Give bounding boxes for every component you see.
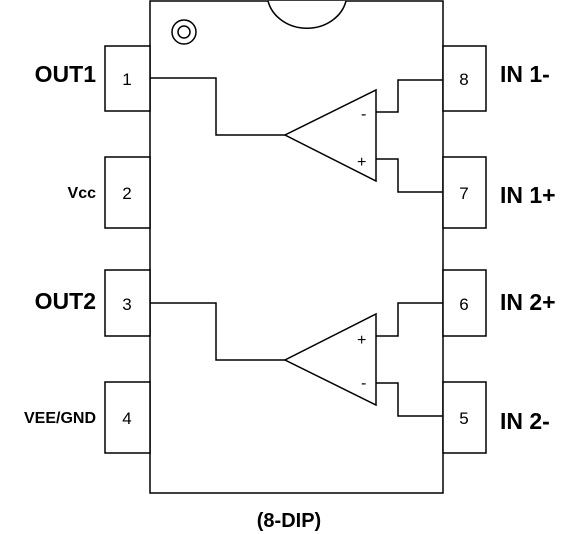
pin-number-6: 6 (459, 295, 468, 314)
pin-label-vee-gnd: VEE/GND (24, 410, 96, 427)
pin-label-out1: OUT1 (35, 61, 97, 87)
pin1-marker-outer (171, 19, 197, 45)
pin-box-1 (104, 45, 151, 112)
pin-number-2: 2 (122, 184, 131, 203)
opamp-1-noninverting-sign: + (357, 154, 366, 171)
opamp-2-noninverting-wire (376, 302, 443, 337)
pin-label-in1-plus: IN 1+ (500, 182, 556, 208)
pin-number-4: 4 (122, 409, 131, 428)
pin-label-vcc: Vcc (68, 185, 97, 202)
opamp-1-output-wire (150, 77, 285, 136)
pin-label-in1-minus: IN 1- (500, 61, 550, 87)
pin-number-8: 8 (459, 70, 468, 89)
ic-body (149, 0, 444, 494)
pin-box-8 (442, 45, 487, 112)
pin-label-in2-minus: IN 2- (500, 408, 550, 434)
opamp-1-inverting-sign: - (361, 106, 366, 123)
pin-box-6 (442, 269, 487, 337)
package-caption: (8-DIP) (257, 510, 321, 532)
pin-number-5: 5 (459, 409, 468, 428)
opamp-1-noninverting-wire (376, 158, 443, 193)
opamp-2-output-wire (150, 302, 285, 361)
pin-box-5 (442, 381, 487, 454)
opamp-2-inverting-sign: - (361, 375, 366, 392)
opamp-2-inverting-wire (376, 382, 443, 417)
pin-label-out2: OUT2 (35, 288, 96, 314)
pin-number-1: 1 (122, 70, 131, 89)
opamp-2-triangle (283, 312, 377, 407)
pin-number-3: 3 (122, 295, 131, 314)
package-notch (267, 0, 347, 29)
opamp-1-triangle (283, 88, 377, 183)
pin-label-in2-plus: IN 2+ (500, 289, 556, 315)
pin1-marker-inner (177, 25, 191, 39)
opamp-1-inverting-wire (376, 79, 443, 113)
pin-box-2 (104, 156, 151, 229)
pin-number-7: 7 (459, 184, 468, 203)
opamp-2-noninverting-sign: + (357, 332, 366, 349)
pin-box-4 (104, 381, 151, 454)
